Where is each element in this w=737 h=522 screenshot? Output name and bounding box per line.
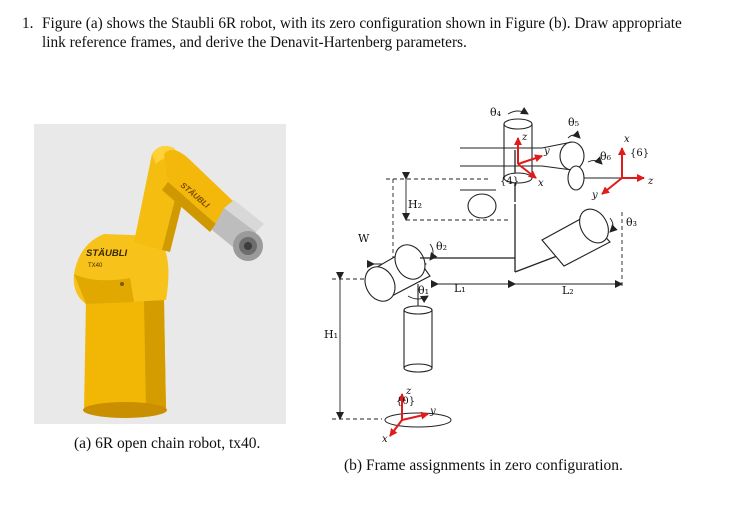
label-theta6: θ₆ (600, 150, 612, 163)
joint4-cylinder (503, 118, 533, 184)
frame6-axes (601, 147, 645, 195)
label-h1: H₁ (324, 328, 338, 341)
label-frame4: {4} (500, 176, 519, 187)
label-theta1: θ₁ (418, 284, 429, 297)
base-model-label: TX40 (88, 263, 103, 269)
label-frame6: {6} (630, 148, 649, 159)
caption-b: (b) Frame assignments in zero configurat… (344, 457, 623, 474)
base-disk (384, 412, 452, 428)
theta3-arc (609, 217, 618, 233)
label-x0: x (382, 434, 388, 445)
joint6-flange (567, 165, 622, 191)
question-number: 1. (22, 15, 34, 32)
label-frame0: {0} (396, 396, 415, 407)
frame0-y-axis (401, 411, 429, 421)
question-line-2: link reference frames, and derive the De… (42, 34, 467, 51)
joint5-cylinder (460, 141, 585, 171)
label-theta4: θ₄ (490, 106, 502, 119)
theta4-arc (507, 106, 529, 115)
question-line-1: Figure (a) shows the Staubli 6R robot, w… (42, 15, 682, 32)
robot-forearm: STÄUBLI (162, 149, 234, 232)
label-theta2: θ₂ (436, 240, 447, 253)
joint3-cylinder (541, 208, 611, 267)
theta2-arc (429, 243, 438, 261)
frame-diagram: H₁ H₂ W L₁ L₂ θ₁ θ₂ θ₃ θ₄ θ₅ θ₆ {0} {4} … (324, 106, 654, 445)
label-y4: y (543, 146, 550, 157)
frame6-y-axis (601, 177, 623, 195)
frame4-y-axis (517, 154, 543, 165)
base-brand-logo: STÄUBLI (86, 248, 128, 259)
robot-wrist (212, 200, 264, 261)
label-y6: y (591, 190, 598, 201)
label-z0: z (405, 386, 412, 397)
label-theta3: θ₃ (626, 216, 637, 229)
frame4-axes (514, 137, 543, 179)
theta6-arc (587, 156, 603, 165)
theta1-arc (407, 295, 429, 304)
label-x6: x (624, 134, 630, 145)
label-z4: z (521, 132, 528, 143)
rotation-arcs (407, 106, 618, 304)
joint1-base-cylinder (403, 284, 433, 373)
theta5-arc (567, 130, 581, 139)
frame0-x-axis (389, 419, 403, 437)
joint2-cylinder (364, 244, 431, 302)
label-z6: z (647, 176, 654, 187)
label-l1: L₁ (454, 282, 466, 295)
base-bolt (120, 282, 124, 286)
label-theta5: θ₅ (568, 116, 579, 129)
caption-a: (a) 6R open chain robot, tx40. (74, 435, 261, 452)
label-w: W (358, 232, 370, 245)
label-y0: y (429, 406, 436, 417)
joint-h2-rotor (467, 193, 497, 219)
frame0-axes (389, 393, 429, 437)
frame4-x-axis (517, 163, 537, 179)
label-l2: L₂ (562, 284, 574, 297)
label-h2: H₂ (408, 198, 422, 211)
robot-photo: STÄUBLI STÄUBLI TX40 (34, 124, 286, 424)
robot-base (73, 234, 169, 418)
label-x4: x (538, 178, 544, 189)
